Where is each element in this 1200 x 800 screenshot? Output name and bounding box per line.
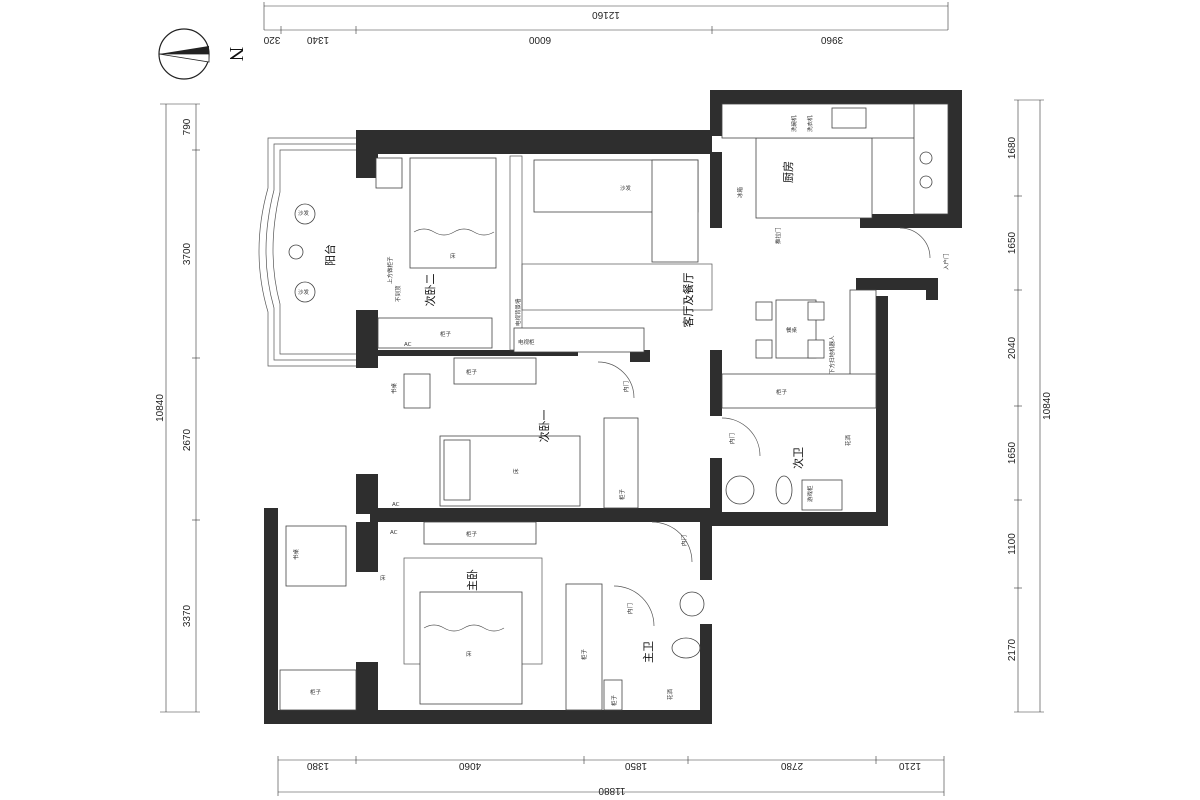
balcony-sofa-label: 沙发 <box>298 209 310 217</box>
master-door-label: 内门 <box>680 535 688 546</box>
room-second-bedroom-1: 次卧一 <box>537 410 551 443</box>
compass-needle-light <box>158 53 210 63</box>
inner-door-label: 内门 <box>622 381 630 392</box>
dim-left-total: 10840 <box>155 394 166 422</box>
washer-label: 洗衣机 <box>806 115 814 132</box>
dim-right-2: 1650 <box>1007 231 1018 254</box>
entry-door-label: 入户门 <box>942 253 950 270</box>
bedroom1-desk-label: 书桌 <box>390 382 398 394</box>
room-living-dining: 客厅及餐厅 <box>681 273 695 328</box>
bedroom2-radiator-icon <box>375 157 403 189</box>
master-ac-label: AC <box>390 530 398 536</box>
room-second-bath: 次卫 <box>791 447 805 469</box>
dim-right-total: 10840 <box>1042 392 1053 420</box>
balcony-table-icon <box>288 244 304 260</box>
master-toilet-icon <box>671 637 701 659</box>
master-basin-icon <box>679 591 705 617</box>
dim-bottom-total: 11880 <box>598 785 626 796</box>
walls <box>264 90 962 724</box>
dim-bottom-2: 4060 <box>458 760 481 771</box>
room-master-bath: 主卫 <box>642 641 655 663</box>
balcony: 沙发 沙发 阳台 <box>258 137 356 367</box>
master-cabinet-label: 柜子 <box>310 688 322 696</box>
dim-bottom-4: 2780 <box>780 760 803 771</box>
master-top-cabinet-label: 柜子 <box>466 530 478 538</box>
balcony-chair-icon <box>294 203 316 225</box>
second-bath: 游戏柜 花洒 次卫 内门 <box>721 417 852 511</box>
master-desk-label: 书桌 <box>292 548 300 560</box>
bath2-toilet-icon <box>775 475 793 505</box>
master-bedroom: 床 书桌 柜子 柜子 柜子 AC 内门 主卧 床 <box>279 521 693 711</box>
bedroom2-ac-label: AC <box>404 342 412 348</box>
master-bed-label: 床 <box>466 650 472 658</box>
bath2-door-label: 内门 <box>728 433 736 444</box>
second-bedroom-1: 床 书桌 柜子 柜子 AC 内门 次卧一 <box>390 357 639 509</box>
dishwasher-label: 洗碗机 <box>790 115 798 132</box>
dim-bottom-3: 1850 <box>624 760 647 771</box>
dim-left-2: 3700 <box>182 242 193 265</box>
bedroom1-cabinet-label: 柜子 <box>466 368 478 376</box>
dim-top-total: 12160 <box>592 9 620 20</box>
master-wardrobe-label: 柜子 <box>580 648 588 660</box>
living-sofa-label: 沙发 <box>620 184 632 192</box>
master-bed-icon <box>419 591 523 705</box>
bedroom2-bed-label: 床 <box>450 252 456 260</box>
bath2-gaming-label: 游戏柜 <box>806 485 814 502</box>
balcony-sofa-label-b: 沙发 <box>298 288 310 296</box>
dim-right-6: 2170 <box>1007 638 1018 661</box>
ceiling-note: 不到顶 <box>395 285 402 302</box>
master-shower-label: 花洒 <box>666 688 674 700</box>
dim-left-3: 2670 <box>182 428 193 451</box>
dim-top-4: 3960 <box>820 34 843 45</box>
master-bath-cabinet-label: 柜子 <box>610 694 618 706</box>
second-bedroom-2: 床 柜子 AC 上方做柜子 不到顶 次卧二 <box>375 157 497 349</box>
bedroom2-bed-icon <box>409 157 497 269</box>
bedroom1-ac-label: AC <box>392 502 400 508</box>
bath2-shower-label: 花洒 <box>844 434 852 446</box>
fridge-label: 冰箱 <box>736 186 744 198</box>
dim-right-3: 2040 <box>1007 336 1018 359</box>
living-dining: 沙发 电视柜 电视背景墙 客厅及餐厅 餐桌 下方扫地机器人 柜子 入户门 <box>509 155 950 409</box>
dim-bottom-5: 1210 <box>898 760 921 771</box>
master-bath-door-label: 内门 <box>626 603 634 614</box>
room-second-bedroom-2: 次卧二 <box>423 274 437 307</box>
dimension-lines <box>160 2 1044 796</box>
dim-top-1: 320 <box>263 34 280 45</box>
bedroom1-bed-label: 床 <box>512 468 520 474</box>
room-balcony: 阳台 <box>323 244 337 266</box>
dim-right-1: 1680 <box>1007 136 1018 159</box>
dim-left-1: 790 <box>182 118 193 135</box>
master-bath: 花洒 内门 主卫 柜子 <box>603 585 705 711</box>
dim-top-3: 6000 <box>528 34 551 45</box>
dim-top-2: 1340 <box>306 34 329 45</box>
kitchen-sink-icon <box>831 107 867 129</box>
dim-right-5: 1100 <box>1007 533 1018 555</box>
room-master-bedroom: 主卧 <box>466 569 479 591</box>
dim-left-4: 3370 <box>182 604 193 627</box>
dim-bottom-1: 1380 <box>306 760 329 771</box>
balcony-chair-icon-b <box>294 281 316 303</box>
bedroom1-wardrobe-label: 柜子 <box>618 488 626 500</box>
dim-right-4: 1650 <box>1007 441 1018 464</box>
dimension-labels: 12160 320 1340 6000 3960 11880 1380 4060… <box>155 9 1053 796</box>
tv-wall-note: 电视背景墙 <box>514 298 522 326</box>
bedroom2-wardrobe <box>377 317 493 349</box>
master-bed-label-b: 床 <box>380 574 386 582</box>
room-kitchen: 厨房 <box>782 161 795 183</box>
kitchen: 洗衣机 洗碗机 冰箱 推拉门 厨房 <box>721 103 949 244</box>
bedroom2-cabinet-label: 柜子 <box>440 330 452 338</box>
sliding-door-label: 推拉门 <box>774 227 782 244</box>
dining-label: 餐桌 <box>786 326 798 334</box>
robot-note: 下方扫地机器人 <box>828 335 836 374</box>
compass: N <box>158 28 247 80</box>
tv-cabinet-label: 电视柜 <box>518 338 535 346</box>
top-cabinet-note: 上方做柜子 <box>386 256 394 284</box>
bath2-basin-icon <box>725 475 755 505</box>
living-cabinet-label: 柜子 <box>776 388 788 396</box>
compass-north-label: N <box>225 47 247 61</box>
